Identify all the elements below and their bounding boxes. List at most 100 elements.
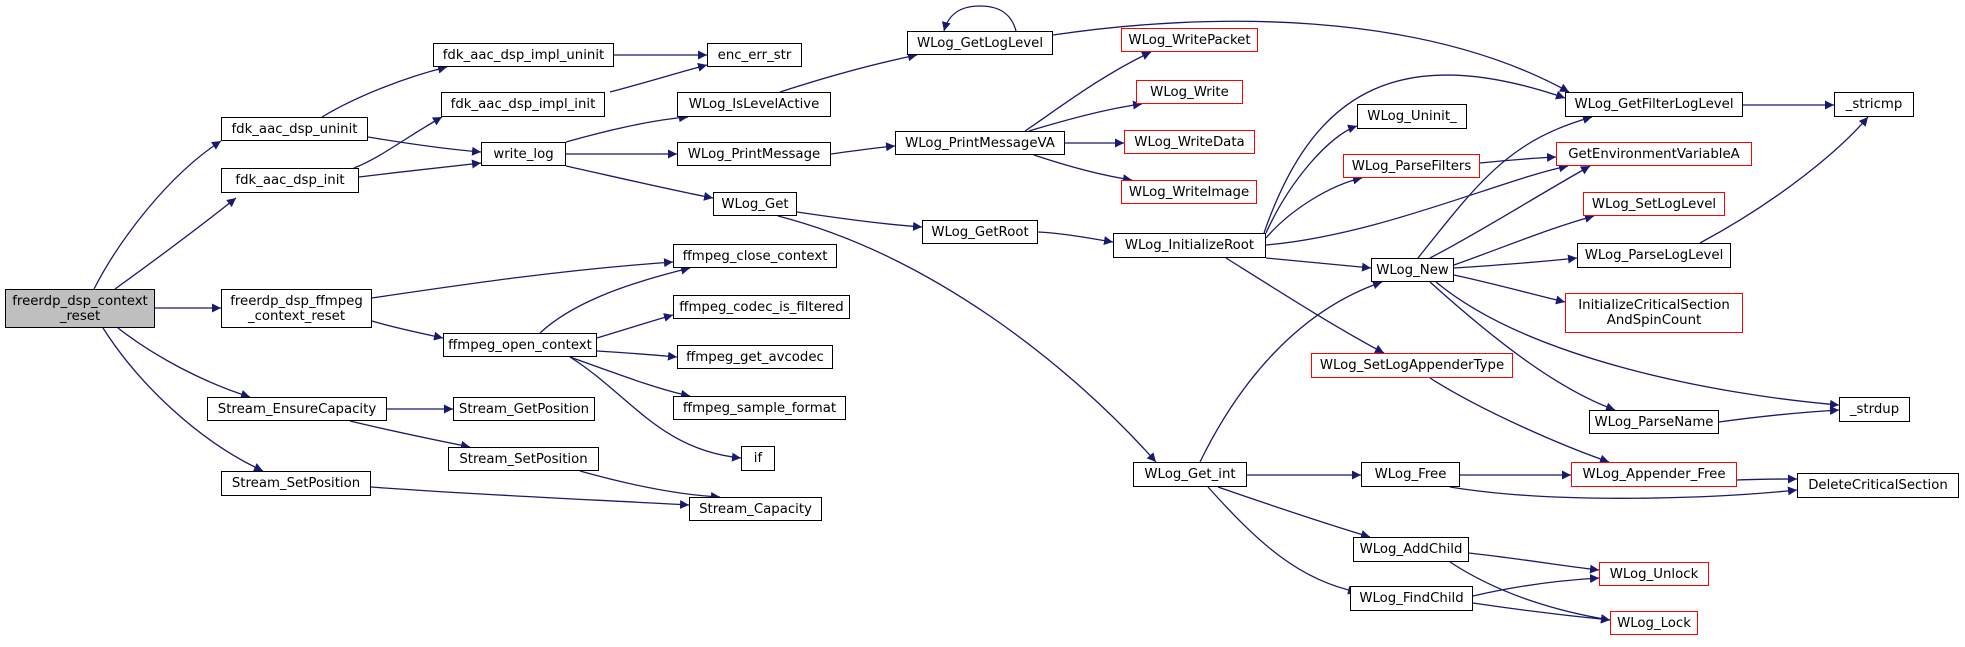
node-lock[interactable]: WLog_Lock [1610, 611, 1698, 635]
node-fdk-uninit[interactable]: fdk_aac_dsp_uninit [221, 117, 368, 141]
node-label: WLog_ParseName [1594, 414, 1714, 430]
node-label: WLog_New [1376, 262, 1449, 278]
node-getenv[interactable]: GetEnvironmentVariableA [1556, 142, 1752, 166]
edge-ff_open-to-if [569, 356, 742, 462]
edge-setpos_m-to-capacity [579, 470, 721, 502]
node-delcs[interactable]: DeleteCriticalSection [1797, 473, 1959, 498]
node-impl-init[interactable]: fdk_aac_dsp_impl_init [441, 92, 605, 117]
node-capacity[interactable]: Stream_Capacity [689, 497, 822, 521]
node-writeimage[interactable]: WLog_WriteImage [1121, 180, 1257, 204]
node-label: WLog_AddChild [1359, 542, 1463, 557]
node-getroot[interactable]: WLog_GetRoot [922, 220, 1038, 244]
node-appfree[interactable]: WLog_Appender_Free [1571, 462, 1737, 487]
node-ff-close[interactable]: ffmpeg_close_context [673, 244, 837, 268]
edge-wlog_get-to-getroot [796, 211, 923, 231]
node-ff-sample[interactable]: ffmpeg_sample_format [673, 396, 846, 420]
node-label: if [753, 451, 763, 466]
edge-root-to-setpos_l [102, 327, 264, 472]
edge-ff_open-to-ff_filtered [596, 313, 674, 339]
node-label: fdk_aac_dsp_uninit [231, 121, 358, 137]
node-label: Stream_SetPosition [459, 451, 588, 467]
node-getpos[interactable]: Stream_GetPosition [453, 397, 595, 421]
edge-parseloglevel-to-stricmp [1699, 116, 1869, 244]
node-unlock[interactable]: WLog_Unlock [1599, 562, 1709, 586]
node-setloglevel[interactable]: WLog_SetLogLevel [1583, 192, 1725, 216]
edge-wlog_new-to-getfilter [1417, 115, 1593, 259]
node-printva[interactable]: WLog_PrintMessageVA [895, 131, 1065, 155]
node-ff-reset[interactable]: freerdp_dsp_ffmpeg_context_reset [221, 289, 372, 328]
node-islevel[interactable]: WLog_IsLevelActive [677, 92, 831, 117]
edge-initroot-to-wlog_new [1265, 257, 1372, 272]
node-label: Stream_GetPosition [458, 401, 590, 417]
edge-get_int-to-findchild [1207, 486, 1358, 595]
node-label: ffmpeg_close_context [682, 248, 828, 264]
node-label: WLog_ParseFilters [1351, 158, 1472, 174]
node-ensure[interactable]: Stream_EnsureCapacity [207, 397, 387, 421]
node-setpos-m[interactable]: Stream_SetPosition [448, 447, 599, 471]
node-label: WLog_FindChild [1359, 591, 1464, 606]
edge-ff_open-to-ff_close [539, 265, 691, 334]
node-label: AndSpinCount [1606, 313, 1702, 328]
node-getloglevel[interactable]: WLog_GetLogLevel [907, 31, 1053, 55]
node-label: WLog_Free [1374, 467, 1447, 482]
node-root[interactable]: freerdp_dsp_context_reset [5, 289, 155, 328]
call-edges [93, 5, 1869, 624]
node-wlog-free[interactable]: WLog_Free [1361, 462, 1460, 487]
node-wlog-new[interactable]: WLog_New [1371, 258, 1454, 282]
node-write-log[interactable]: write_log [481, 142, 566, 166]
node-label: WLog_ParseLogLevel [1584, 248, 1724, 263]
node-ff-open[interactable]: ffmpeg_open_context [443, 333, 597, 357]
node-label: ffmpeg_codec_is_filtered [679, 299, 844, 315]
edge-islevel-to-getloglevel [779, 52, 918, 93]
node-impl-uninit[interactable]: fdk_aac_dsp_impl_uninit [433, 43, 614, 67]
node-addchild[interactable]: WLog_AddChild [1353, 537, 1469, 562]
node-parsename[interactable]: WLog_ParseName [1589, 410, 1719, 434]
edge-fdk_init-to-write_log [358, 159, 482, 178]
node-label: WLog_PrintMessageVA [905, 135, 1055, 151]
node-writedata[interactable]: WLog_WriteData [1124, 130, 1255, 154]
node-ff-avcodec[interactable]: ffmpeg_get_avcodec [677, 345, 833, 369]
edge-root-to-fdk_init [114, 197, 237, 290]
node-writepacket[interactable]: WLog_WritePacket [1121, 28, 1258, 52]
node-label: WLog_GetFilterLogLevel [1574, 97, 1734, 112]
node-label: WLog_Lock [1617, 615, 1691, 631]
edge-appfree-to-delcs [1736, 474, 1798, 484]
node-get-int[interactable]: WLog_Get_int [1133, 462, 1247, 487]
node-parseloglevel[interactable]: WLog_ParseLogLevel [1577, 243, 1731, 268]
node-uninit[interactable]: WLog_Uninit_ [1357, 104, 1467, 129]
node-fdk-init[interactable]: fdk_aac_dsp_init [221, 168, 359, 193]
edge-fdk_uninit-to-impl_uninit [321, 64, 448, 118]
node-label: enc_err_str [717, 47, 792, 63]
edge-get_int-to-wlog_new [1199, 280, 1383, 463]
node-setappender[interactable]: WLog_SetLogAppenderType [1311, 353, 1513, 378]
node-parsefilters[interactable]: WLog_ParseFilters [1343, 154, 1480, 178]
node-label: WLog_Appender_Free [1582, 467, 1726, 482]
edge-wlog_get-to-get_int [777, 215, 1157, 463]
node-strdup[interactable]: _strdup [1839, 397, 1910, 422]
edge-ff_reset-to-ff_open [371, 320, 444, 341]
node-label: WLog_Write [1150, 84, 1229, 100]
node-findchild[interactable]: WLog_FindChild [1350, 586, 1473, 611]
node-label: WLog_Get_int [1144, 467, 1236, 482]
node-label: WLog_GetLogLevel [916, 35, 1044, 51]
node-setpos-l[interactable]: Stream_SetPosition [221, 471, 371, 496]
node-write[interactable]: WLog_Write [1136, 80, 1243, 104]
node-ff-filtered[interactable]: ffmpeg_codec_is_filtered [673, 295, 850, 319]
node-label: DeleteCriticalSection [1808, 478, 1948, 493]
node-label: WLog_WriteData [1134, 134, 1245, 150]
edge-impl_init-to-enc_err [609, 62, 708, 93]
node-label: fdk_aac_dsp_impl_uninit [442, 47, 605, 63]
node-label: ffmpeg_get_avcodec [686, 349, 824, 365]
node-getfilter[interactable]: WLog_GetFilterLogLevel [1565, 92, 1743, 117]
edge-findchild-to-lock [1472, 602, 1611, 624]
node-initroot[interactable]: WLog_InitializeRoot [1113, 233, 1266, 258]
node-wlog-get[interactable]: WLog_Get [713, 192, 797, 216]
edge-addchild-to-lock [1449, 561, 1611, 624]
node-if[interactable]: if [741, 446, 775, 471]
node-stricmp[interactable]: _stricmp [1834, 92, 1914, 117]
edge-root-to-fdk_uninit [93, 140, 222, 290]
edge-fdk_uninit-to-write_log [367, 136, 482, 156]
node-enc-err[interactable]: enc_err_str [707, 43, 802, 67]
node-printmsg[interactable]: WLog_PrintMessage [677, 142, 831, 166]
